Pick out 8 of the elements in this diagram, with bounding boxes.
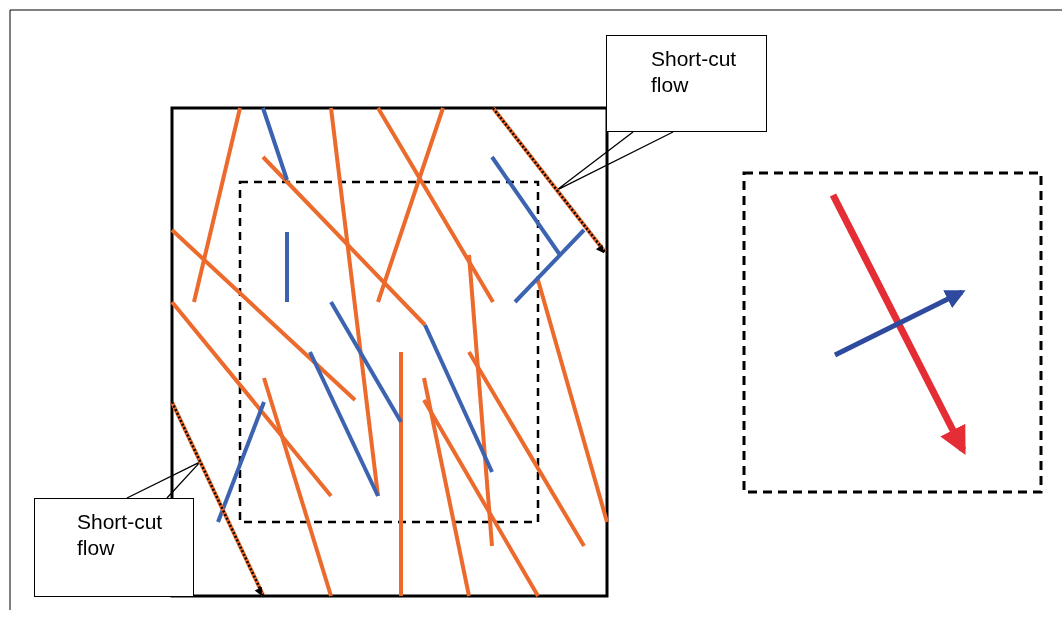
callout-text: Short-cut flow bbox=[77, 509, 164, 561]
leader-line bbox=[556, 131, 674, 191]
callout-box bbox=[606, 35, 767, 132]
short-cut-fiber bbox=[491, 106, 607, 254]
leader-line bbox=[126, 461, 201, 499]
short-cut-fiber bbox=[170, 401, 265, 596]
callout-text: Short-cut flow bbox=[651, 46, 738, 98]
callout-box bbox=[34, 498, 194, 597]
